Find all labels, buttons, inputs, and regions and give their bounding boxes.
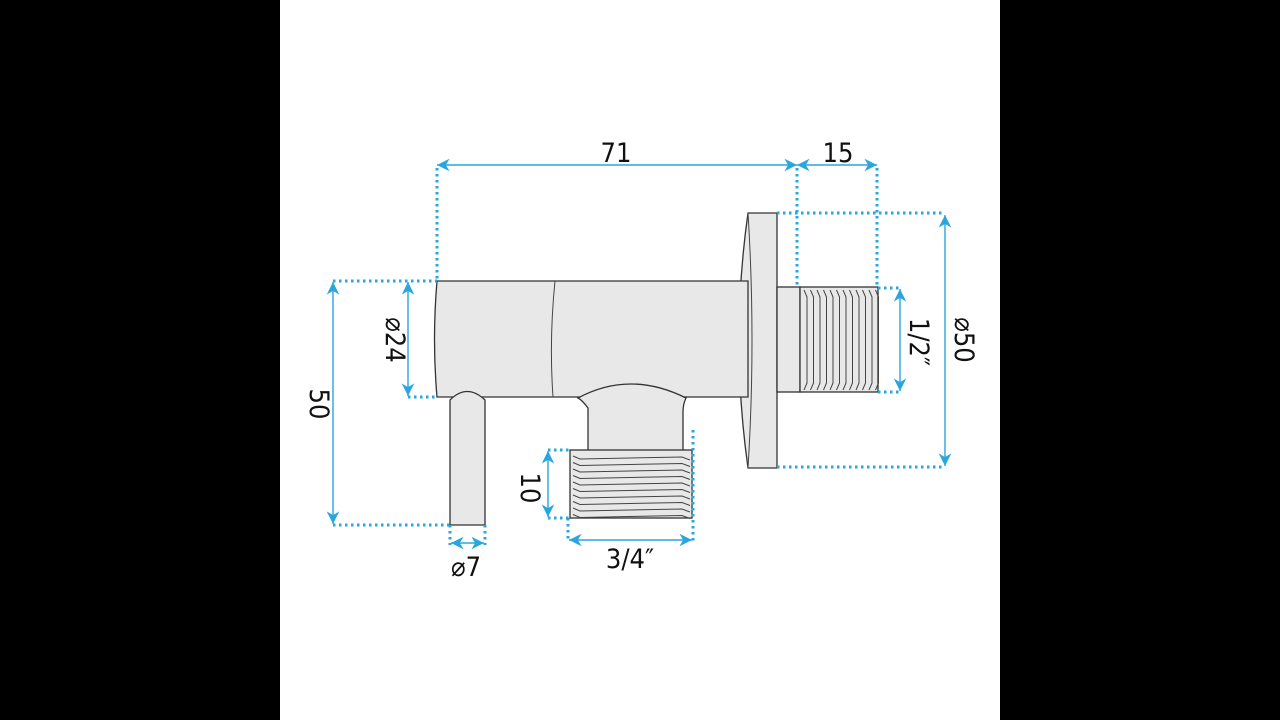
thread-line: [572, 481, 691, 487]
thread-line: [836, 289, 840, 391]
dim-50-dia-label: ⌀50: [948, 317, 979, 363]
thread-line: [572, 488, 691, 493]
thread-line: [816, 289, 821, 391]
thread-line: [572, 462, 691, 467]
thread-line: [572, 475, 691, 480]
inlet-stub: [776, 286, 801, 393]
dim-7-label: ⌀7: [451, 552, 481, 583]
dim-half-inch-label: 1/2″: [903, 318, 934, 366]
thread-line: [572, 455, 691, 461]
thread-line: [855, 289, 860, 391]
thread-line: [572, 514, 691, 519]
outlet-neck: [576, 383, 687, 453]
valve-part: [433, 212, 879, 526]
body-cylinder: [433, 280, 749, 398]
thread-line: [849, 289, 853, 391]
outlet-thread-lines: [572, 455, 691, 519]
thread-line: [823, 289, 827, 391]
thread-line: [572, 501, 691, 506]
extension-lines: [333, 168, 945, 545]
flange-edge: [747, 212, 753, 469]
inlet-thread-lines: [803, 289, 879, 391]
dim-15-label: 15: [823, 138, 854, 169]
thread-line: [868, 289, 873, 391]
dim-24-label: ⌀24: [379, 317, 410, 363]
thread-line: [572, 507, 691, 513]
thread-line: [829, 289, 834, 391]
thread-line: [810, 289, 814, 391]
thread-line: [572, 494, 691, 500]
dim-3-4-label: 3/4″: [606, 544, 654, 575]
thread-line: [842, 289, 847, 391]
thread-line: [803, 289, 808, 391]
dimension-arrows: [326, 158, 952, 550]
body-seam: [550, 280, 556, 398]
thread-line: [862, 289, 866, 391]
thread-line: [572, 468, 691, 474]
lever: [449, 390, 486, 526]
dim-50-label: 50: [303, 389, 334, 420]
dim-71-label: 71: [601, 138, 632, 169]
thread-line: [875, 289, 879, 391]
dim-10-label: 10: [514, 473, 545, 504]
